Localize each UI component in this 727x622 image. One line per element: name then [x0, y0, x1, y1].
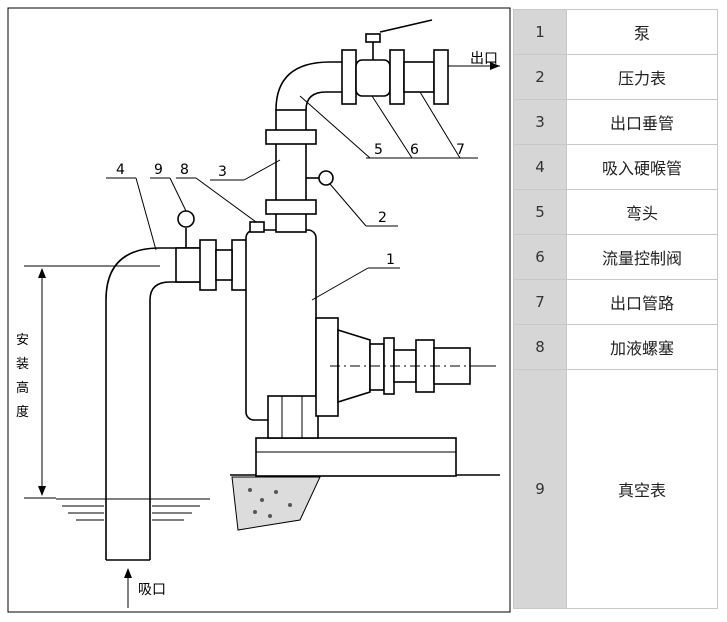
- height-label-char-1: 安: [16, 333, 29, 348]
- height-label-char-4: 度: [16, 404, 29, 420]
- callout-5: 5: [374, 142, 383, 158]
- callout-7: 7: [456, 142, 465, 158]
- legend-part-name: 吸入硬喉管: [566, 144, 718, 190]
- legend-row: 5 弯头: [513, 189, 718, 235]
- legend-number: 4: [513, 144, 567, 190]
- callout-leaders: [106, 91, 478, 301]
- legend-number: 1: [513, 9, 567, 55]
- legend-part-name: 压力表: [566, 54, 718, 100]
- diagram-frame: [7, 7, 511, 613]
- legend-part-name: 流量控制阀: [566, 234, 718, 280]
- legend-row: 3 出口垂管: [513, 99, 718, 145]
- suction-label: 吸口: [138, 582, 166, 598]
- legend-number: 8: [513, 324, 567, 370]
- callout-1: 1: [386, 252, 395, 268]
- callout-3: 3: [218, 164, 227, 180]
- legend-part-name: 真空表: [566, 369, 718, 609]
- legend-number: 5: [513, 189, 567, 235]
- legend-row: 7 出口管路: [513, 279, 718, 325]
- outlet-elbow: [275, 61, 342, 111]
- callout-6: 6: [410, 142, 419, 158]
- installation-height-dimension: [24, 265, 160, 499]
- suction-arrow: [124, 568, 132, 608]
- legend-row: 9 真空表: [513, 369, 718, 609]
- legend-row: 4 吸入硬喉管: [513, 144, 718, 190]
- water-surface: [56, 498, 210, 521]
- outlet-pipe: [403, 49, 500, 105]
- outlet-vertical-pipe: [265, 109, 317, 233]
- suction-pipe: [105, 247, 203, 561]
- legend-number: 9: [513, 369, 567, 609]
- height-label-char-3: 高: [16, 380, 29, 396]
- callout-9: 9: [154, 162, 163, 178]
- legend-part-name: 泵: [566, 9, 718, 55]
- callout-8: 8: [180, 162, 189, 178]
- legend-number: 2: [513, 54, 567, 100]
- legend-number: 3: [513, 99, 567, 145]
- vacuum-gauge: [177, 210, 195, 248]
- legend-part-name: 出口管路: [566, 279, 718, 325]
- legend-number: 6: [513, 234, 567, 280]
- legend-row: 1 泵: [513, 9, 718, 55]
- legend-row: 2 压力表: [513, 54, 718, 100]
- height-label-char-2: 装: [16, 357, 29, 372]
- callout-4: 4: [116, 162, 125, 178]
- legend-row: 8 加液螺塞: [513, 324, 718, 370]
- legend-row: 6 流量控制阀: [513, 234, 718, 280]
- outlet-label: 出口: [470, 51, 498, 67]
- legend-part-name: 弯头: [566, 189, 718, 235]
- flow-control-valve: [341, 19, 433, 105]
- callout-2: 2: [378, 210, 387, 226]
- legend-part-name: 出口垂管: [566, 99, 718, 145]
- foundation: [230, 437, 500, 531]
- pressure-gauge: [306, 170, 334, 186]
- legend-part-name: 加液螺塞: [566, 324, 718, 370]
- pump-drive: [315, 317, 496, 417]
- legend-number: 7: [513, 279, 567, 325]
- pump-body: [245, 221, 319, 439]
- suction-flange: [199, 239, 249, 291]
- parts-legend-table: 1 泵 2 压力表 3 出口垂管 4 吸入硬喉管 5 弯头 6 流量控制阀 7 …: [513, 9, 718, 609]
